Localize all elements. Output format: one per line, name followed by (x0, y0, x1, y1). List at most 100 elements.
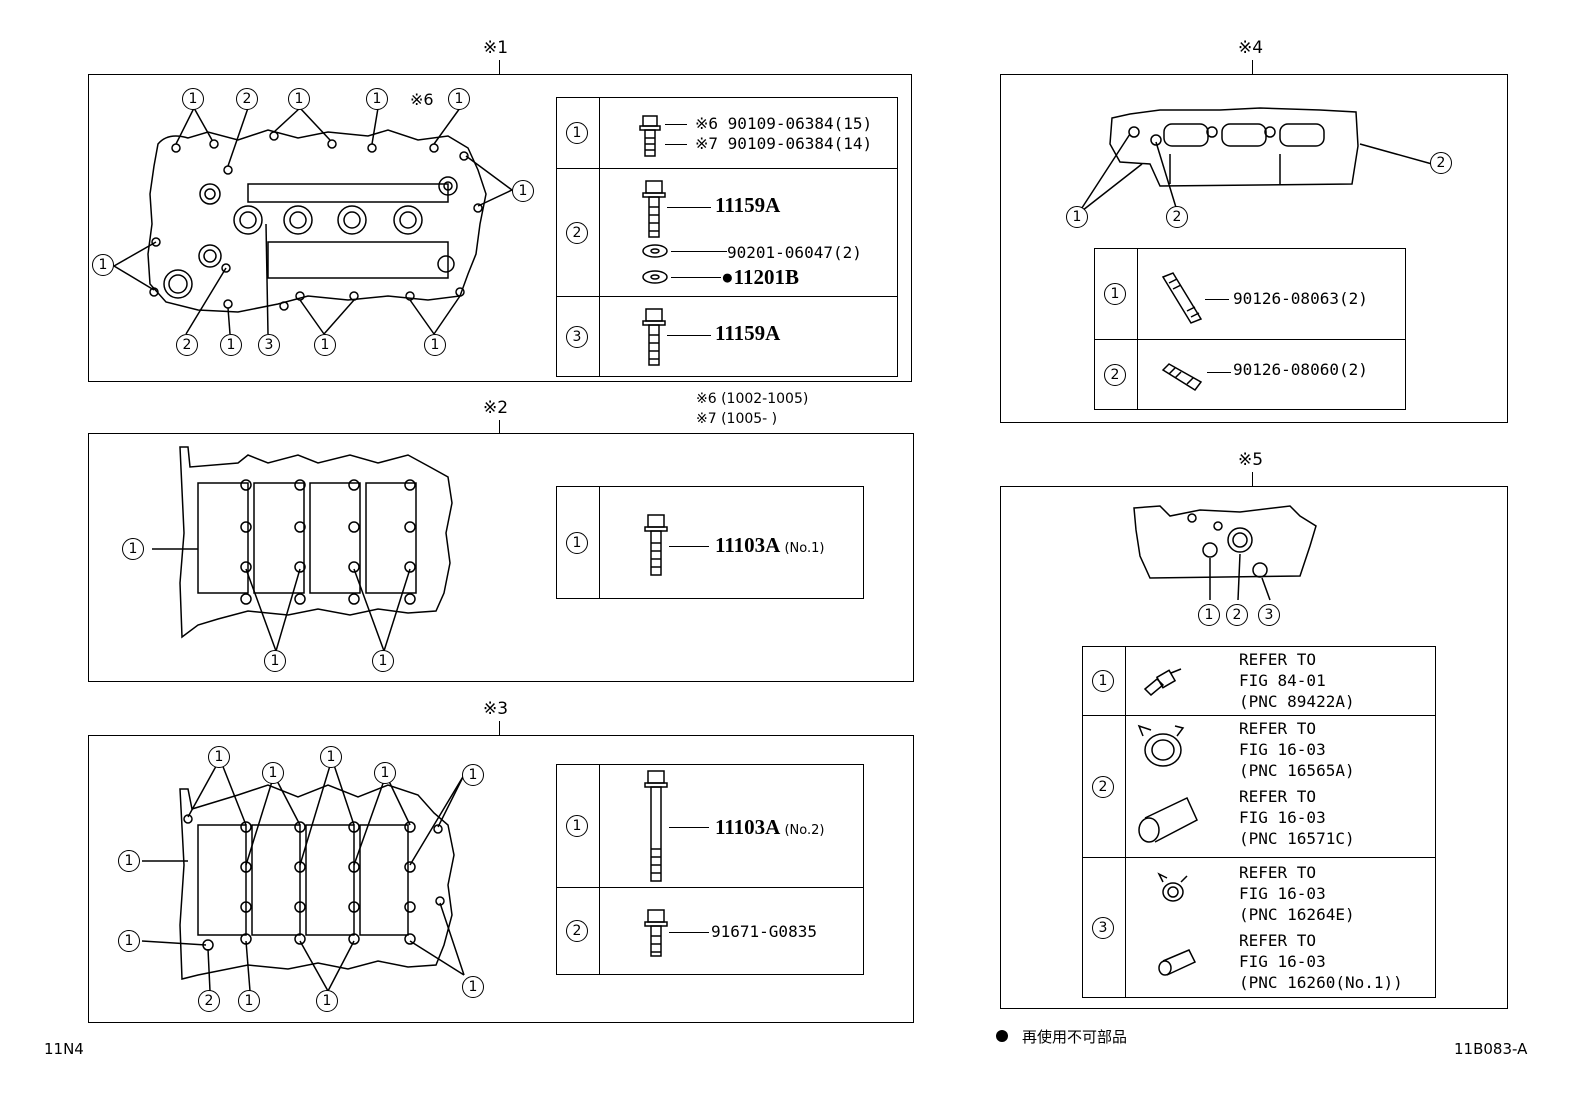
part-number: 11103A (715, 533, 780, 557)
callout-1: 1 (462, 976, 484, 998)
callout-1: 1 (462, 764, 484, 786)
parts-row-2: 2 90126-08060(2) (1095, 339, 1405, 409)
parts-table-1: 1 ※6 90109-06384(15) ※7 90109-06384(14) … (556, 97, 898, 377)
callout-2: 2 (1226, 604, 1248, 626)
section-2-tick (499, 420, 500, 434)
part-number: 90126-08060(2) (1233, 360, 1368, 379)
callout-1: 1 (448, 88, 470, 110)
row-number: 2 (1104, 363, 1126, 386)
part-qualifier: (No.2) (784, 823, 825, 838)
parts-row-3: 3 REFER TO FIG 16-03 (PNC 16264E) REFER … (1083, 857, 1435, 997)
non-reusable-bullet-icon (996, 1030, 1008, 1042)
callout-1: 1 (424, 334, 446, 356)
section-1-tick (499, 60, 500, 74)
parts-row-2: 2 91671-G0835 (557, 887, 863, 974)
callout-1: 1 (1198, 604, 1220, 626)
section-2-label: ※2 (483, 398, 509, 418)
callout-1: 1 (118, 930, 140, 952)
callout-3: 3 (258, 334, 280, 356)
flange-bolt-icon (639, 115, 661, 157)
parts-table-5: 1 REFER TO FIG 84-01 (PNC 89422A) 2 REFE… (1082, 646, 1436, 998)
refer-line: (PNC 16264E) (1239, 905, 1355, 924)
callout-1: 1 (512, 180, 534, 202)
callout-1: 1 (314, 334, 336, 356)
section-1-label: ※1 (483, 38, 509, 58)
part-number: 11159A (715, 193, 781, 217)
callout-1: 1 (288, 88, 310, 110)
callout-3: 3 (1258, 604, 1280, 626)
parts-row-1: 1 11103A (No.1) (557, 487, 863, 598)
row-number: 2 (566, 920, 588, 942)
callout-1: 1 (122, 538, 144, 560)
refer-line: (PNC 89422A) (1239, 692, 1355, 711)
callout-1: 1 (1066, 206, 1088, 228)
part-number: ※6 90109-06384(15) (695, 114, 873, 133)
refer-line: (PNC 16571C) (1239, 829, 1355, 848)
part-number: 11159A (715, 321, 781, 345)
refer-line: REFER TO (1239, 719, 1317, 738)
refer-line: REFER TO (1239, 787, 1317, 806)
part-number: 11103A (715, 815, 780, 839)
refer-line: FIG 16-03 (1239, 952, 1326, 971)
callout-2: 2 (176, 334, 198, 356)
row-number: 1 (1104, 283, 1126, 305)
row-number: 1 (566, 815, 588, 837)
bolt-icon (642, 308, 666, 366)
note-7: ※7 (1005- ) (696, 411, 778, 427)
callout-1: 1 (92, 254, 114, 276)
parts-row-1: 1 90126-08063(2) (1095, 249, 1405, 339)
stud-bolt-icon (1161, 363, 1203, 392)
cylinder-head-diagram (113, 107, 513, 335)
parts-row-1: 1 REFER TO FIG 84-01 (PNC 89422A) (1083, 647, 1435, 715)
row-number: 3 (1092, 916, 1114, 939)
small-hose-icon (1158, 949, 1197, 976)
section-3-tick (499, 721, 500, 735)
callout-1: 1 (320, 746, 342, 768)
block-side-diagram (1133, 505, 1317, 601)
callout-1: 1 (118, 850, 140, 872)
part-number: 90201-06047(2) (727, 243, 862, 262)
callout-2: 2 (1430, 152, 1452, 174)
row-number: 2 (1092, 775, 1114, 798)
callout-1: 1 (182, 88, 204, 110)
callout-1: 1 (372, 650, 394, 672)
stud-bolt-icon (1161, 272, 1203, 324)
short-bolt-icon (644, 909, 668, 957)
parts-table-3: 1 11103A (No.2) 2 91671-G0835 (556, 764, 864, 975)
callout-1: 1 (208, 746, 230, 768)
callout-2: 2 (236, 88, 258, 110)
row-number: 2 (566, 221, 588, 244)
callout-1: 1 (264, 650, 286, 672)
refer-line: FIG 84-01 (1239, 671, 1326, 690)
row-number: 1 (1092, 670, 1114, 692)
hose-icon (1138, 796, 1198, 843)
section-3-label: ※3 (483, 699, 509, 719)
cylinder-block-top-diagram (152, 446, 453, 652)
row-number: 3 (566, 325, 588, 348)
section-2-frame (88, 433, 914, 682)
small-clamp-icon (1157, 872, 1188, 902)
callout-1: 1 (316, 990, 338, 1012)
callout-1: 1 (220, 334, 242, 356)
refer-line: FIG 16-03 (1239, 808, 1326, 827)
temperature-sensor-icon (1143, 668, 1182, 697)
parts-row-2: 2 11159A 90201-06047(2) ●11201B (557, 168, 897, 296)
section-4-tick (1252, 60, 1253, 74)
refer-line: FIG 16-03 (1239, 740, 1326, 759)
parts-row-3: 3 11159A (557, 296, 897, 376)
refer-line: REFER TO (1239, 863, 1317, 882)
part-number: 91671-G0835 (711, 922, 817, 941)
footer-left-code: 11N4 (44, 1040, 84, 1058)
parts-table-4: 1 90126-08063(2) 2 90126-08060(2) (1094, 248, 1406, 410)
section-1-frame (88, 74, 912, 382)
bolt-icon (644, 514, 668, 576)
callout-2: 2 (198, 990, 220, 1012)
callout-1: 1 (262, 762, 284, 784)
part-number: 90126-08063(2) (1233, 289, 1368, 308)
parts-table-2: 1 11103A (No.1) (556, 486, 864, 599)
section-5-frame (1000, 486, 1508, 1009)
cylinder-block-bottom-diagram (141, 758, 465, 992)
row-number: 1 (566, 122, 588, 144)
hose-clamp-icon (1137, 724, 1185, 767)
bolt-icon (642, 180, 666, 238)
